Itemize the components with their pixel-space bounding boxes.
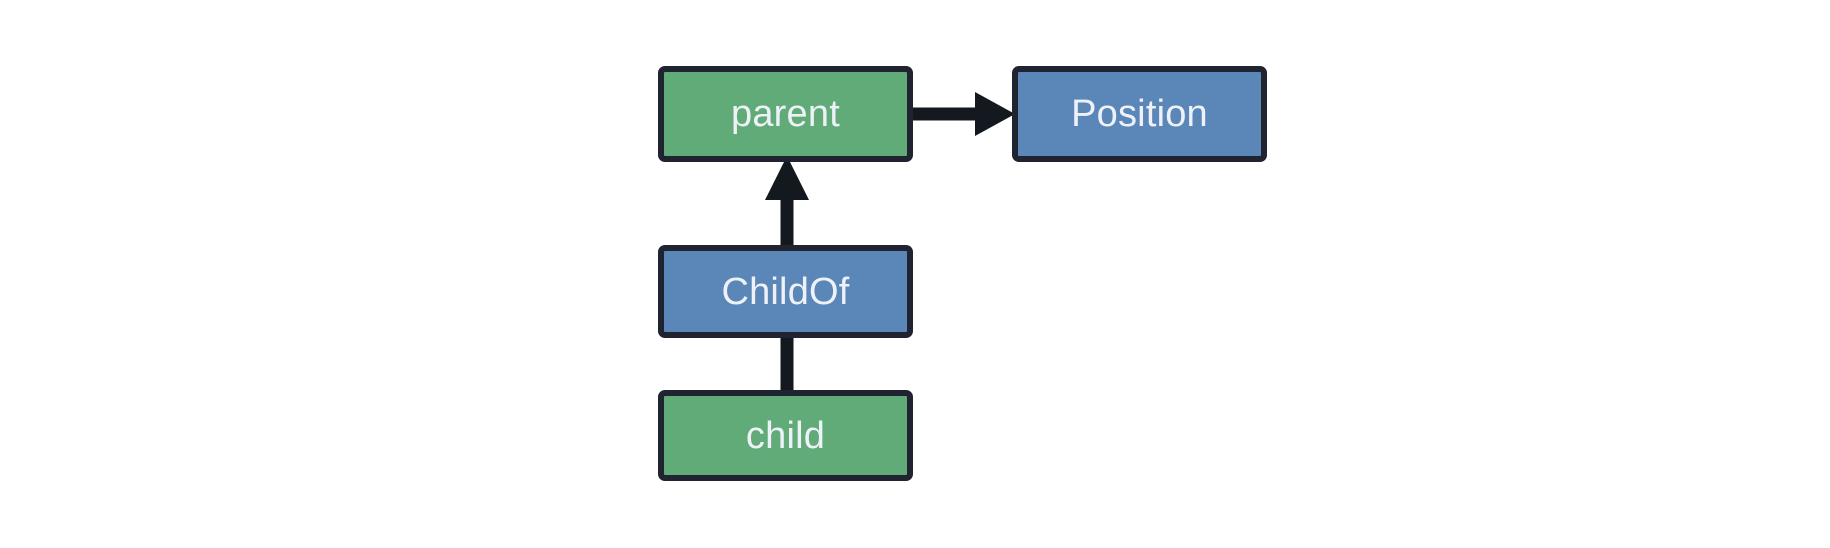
edge-parent-to-position — [905, 88, 1025, 140]
node-childof-label: ChildOf — [721, 270, 850, 313]
node-child[interactable]: child — [658, 390, 913, 481]
node-position-label: Position — [1071, 93, 1208, 135]
node-position[interactable]: Position — [1012, 66, 1267, 162]
edge-child-to-childof — [772, 330, 802, 398]
node-parent-label: parent — [731, 93, 840, 135]
edge-childof-to-parent — [759, 152, 815, 252]
node-parent[interactable]: parent — [658, 66, 913, 162]
node-child-label: child — [745, 414, 826, 457]
node-childof[interactable]: ChildOf — [658, 245, 913, 338]
